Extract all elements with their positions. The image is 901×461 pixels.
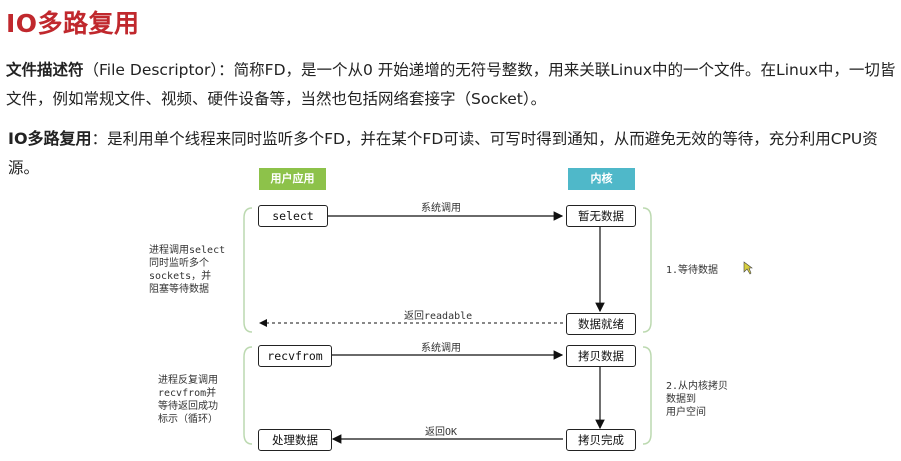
- io-multiplex-description: ：是利用单个线程来同时监听多个FD，并在某个FD可读、可写时得到通知，从而避免无…: [8, 130, 878, 177]
- recvfrom-node: recvfrom: [258, 345, 332, 367]
- phase2-right-bracket: [642, 346, 652, 445]
- phase1-syscall-label: 系统调用: [421, 203, 461, 214]
- kernel-copy-data-node: 拷贝数据: [566, 345, 636, 367]
- mouse-cursor-icon: [743, 261, 753, 275]
- fd-term: 文件描述符: [6, 61, 84, 79]
- io-multiplex-term: IO多路复用: [8, 129, 92, 148]
- process-data-node: 处理数据: [258, 429, 332, 451]
- lane-kernel: 内核: [568, 168, 635, 190]
- phase1-right-bracket: [642, 207, 652, 333]
- phase2-right-note: 2.从内核拷贝 数据到 用户空间: [666, 381, 729, 418]
- fd-description: （File Descriptor）：简称FD，是一个从0 开始递增的无符号整数，…: [6, 61, 896, 108]
- phase1-right-note: 1.等待数据: [666, 265, 719, 276]
- io-multiplex-paragraph: IO多路复用：是利用单个线程来同时监听多个FD，并在某个FD可读、可写时得到通知…: [8, 124, 898, 183]
- page-title: IO多路复用: [6, 9, 140, 38]
- phase2-left-bracket: [243, 346, 253, 445]
- fd-paragraph: 文件描述符（File Descriptor）：简称FD，是一个从0 开始递增的无…: [6, 56, 896, 114]
- phase1-left-note: 进程调用select 同时监听多个 sockets，并 阻塞等待数据: [149, 245, 226, 295]
- lane-user-app: 用户应用: [259, 168, 326, 190]
- kernel-data-ready-node: 数据就绪: [566, 313, 636, 335]
- kernel-no-data-node: 暂无数据: [566, 205, 636, 227]
- phase2-left-note: 进程反复调用 recvfrom并 等待返回成功 标示（循环）: [158, 375, 218, 425]
- phase2-syscall-label: 系统调用: [421, 343, 461, 354]
- readable-return-label: 返回readable: [404, 311, 473, 322]
- phase1-left-bracket: [243, 207, 253, 333]
- kernel-copy-done-node: 拷贝完成: [566, 429, 636, 451]
- select-node: select: [258, 205, 328, 227]
- ok-return-label: 返回OK: [425, 427, 458, 438]
